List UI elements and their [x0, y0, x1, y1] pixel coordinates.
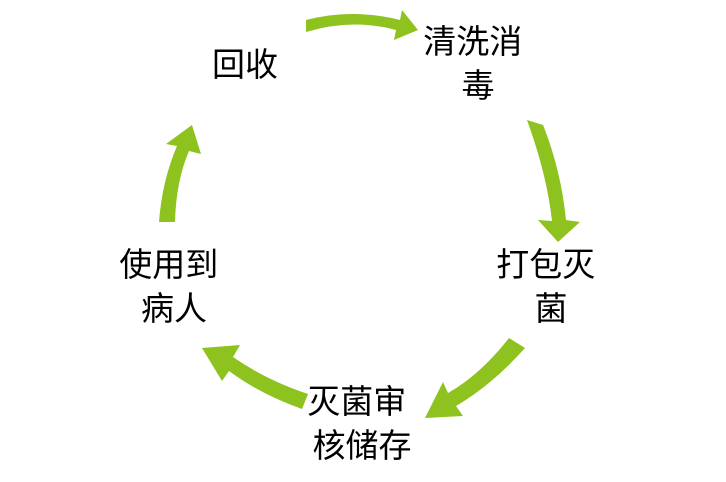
arrows-group — [159, 10, 580, 418]
node-use: 使用到 病人 — [119, 245, 229, 328]
node-pack-line-1: 打包灭 — [496, 245, 595, 284]
arrow-use-to-recycle — [159, 125, 201, 222]
arrow-store-to-use — [202, 345, 308, 409]
node-clean-line-2: 毒 — [462, 66, 495, 105]
node-pack: 打包灭 菌 — [496, 245, 606, 328]
node-recycle: 回收 — [212, 45, 278, 84]
node-recycle-line-1: 回收 — [212, 45, 278, 84]
arrow-clean-to-pack — [527, 120, 580, 242]
arrow-pack-to-store — [425, 338, 525, 418]
node-use-line-2: 病人 — [141, 289, 207, 328]
node-store: 灭菌审 核储存 — [307, 382, 417, 465]
node-store-line-2: 核储存 — [313, 426, 412, 465]
node-store-line-1: 灭菌审 — [307, 382, 406, 421]
nodes-group: 回收 清洗消 毒 打包灭 菌 灭菌审 核储存 使用到 病人 — [119, 22, 606, 465]
node-use-line-1: 使用到 — [119, 245, 218, 284]
arrow-recycle-to-clean — [306, 10, 418, 40]
node-clean-line-1: 清洗消 — [423, 22, 522, 61]
node-pack-line-2: 菌 — [535, 289, 568, 328]
node-clean: 清洗消 毒 — [423, 22, 533, 105]
